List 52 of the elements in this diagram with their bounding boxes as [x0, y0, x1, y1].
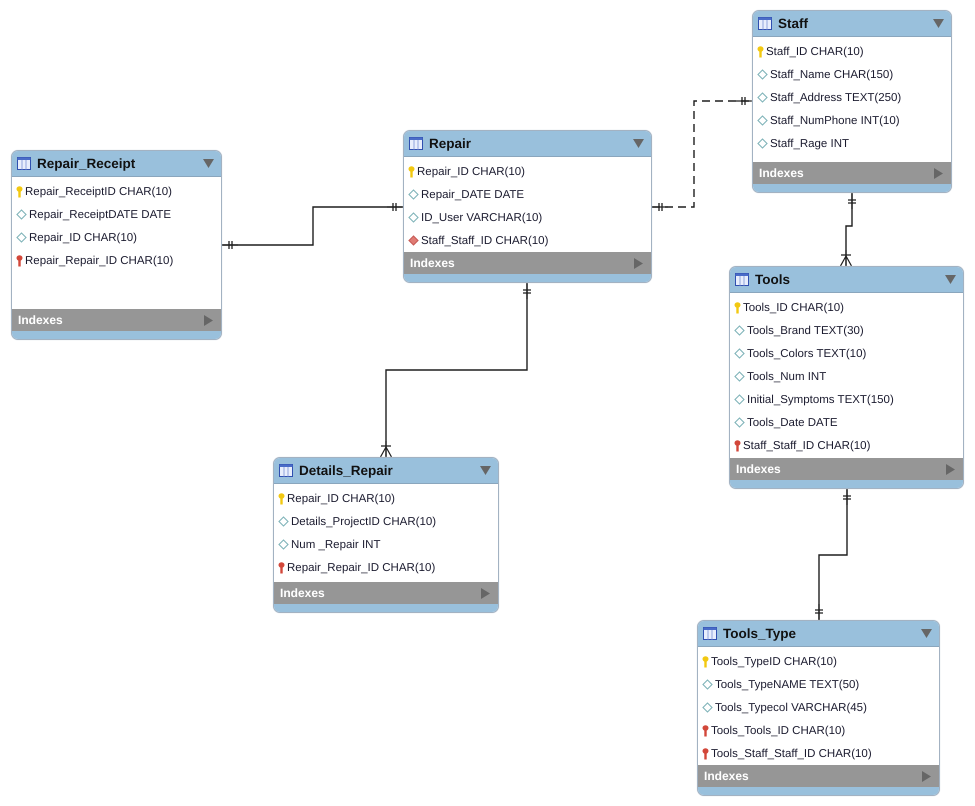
- column-name: Tools_Colors TEXT(10): [747, 348, 866, 360]
- indexes-label: Indexes: [704, 769, 750, 783]
- indexes-label: Indexes: [280, 586, 326, 600]
- column-name: Tools_Staff_Staff_ID CHAR(10): [711, 748, 872, 760]
- table-card: [273, 457, 499, 613]
- column-name: Repair_ReceiptDATE DATE: [29, 208, 172, 220]
- column-name: Repair_ID CHAR(10): [417, 166, 526, 178]
- column-name: ID_User VARCHAR(10): [421, 212, 542, 224]
- column-name: Staff_ID CHAR(10): [766, 46, 864, 58]
- relationship-line: [221, 202, 404, 250]
- table-title: Tools: [755, 272, 791, 287]
- column-name: Num _Repair INT: [291, 538, 380, 550]
- indexes-label: Indexes: [759, 166, 805, 180]
- column-name: Repair_Repair_ID CHAR(10): [25, 254, 174, 266]
- column-name: Tools_Brand TEXT(30): [747, 324, 864, 336]
- column-name: Repair_Repair_ID CHAR(10): [287, 562, 436, 574]
- column-name: Staff_Staff_ID CHAR(10): [421, 234, 548, 246]
- column-name: Initial_Symptoms TEXT(150): [747, 394, 894, 406]
- table-title: Repair: [429, 136, 472, 151]
- column-name: Tools_Typecol VARCHAR(45): [715, 702, 867, 714]
- table-card: [729, 266, 964, 489]
- column-name: Tools_TypeID CHAR(10): [711, 656, 837, 668]
- column-name: Tools_Tools_ID CHAR(10): [711, 724, 846, 736]
- column-name: Repair_ID CHAR(10): [29, 232, 138, 244]
- relationship-line: [651, 96, 753, 212]
- relationship-line: [380, 282, 532, 458]
- column-name: Staff_Staff_ID CHAR(10): [743, 440, 870, 452]
- column-name: Staff_NumPhone INT(10): [770, 114, 900, 126]
- column-name: Repair_ID CHAR(10): [287, 492, 396, 504]
- column-name: Staff_Rage INT: [770, 138, 850, 150]
- table-title: Repair_Receipt: [37, 156, 136, 171]
- table-title: Staff: [778, 16, 809, 31]
- table-card: [11, 150, 222, 340]
- table-title: Tools_Type: [723, 626, 798, 641]
- column-name: Tools_TypeNAME TEXT(50): [715, 678, 860, 690]
- column-name: Tools_ID CHAR(10): [743, 302, 844, 314]
- indexes-label: Indexes: [736, 462, 782, 476]
- column-name: Repair_DATE DATE: [421, 188, 524, 200]
- column-name: Repair_ReceiptID CHAR(10): [25, 186, 172, 198]
- relationship-line: [814, 488, 852, 621]
- table-card: [752, 10, 952, 193]
- column-name: Details_ProjectID CHAR(10): [291, 516, 436, 528]
- column-name: Tools_Date DATE: [747, 416, 838, 428]
- table-title: Details_Repair: [299, 463, 394, 478]
- column-name: Staff_Address TEXT(250): [770, 92, 902, 104]
- column-name: Tools_Num INT: [747, 370, 826, 382]
- column-name: Staff_Name CHAR(150): [770, 68, 894, 80]
- indexes-label: Indexes: [18, 313, 64, 327]
- relationship-line: [840, 192, 857, 267]
- table-card: [697, 620, 940, 796]
- indexes-label: Indexes: [410, 256, 456, 270]
- table-card: [403, 130, 652, 283]
